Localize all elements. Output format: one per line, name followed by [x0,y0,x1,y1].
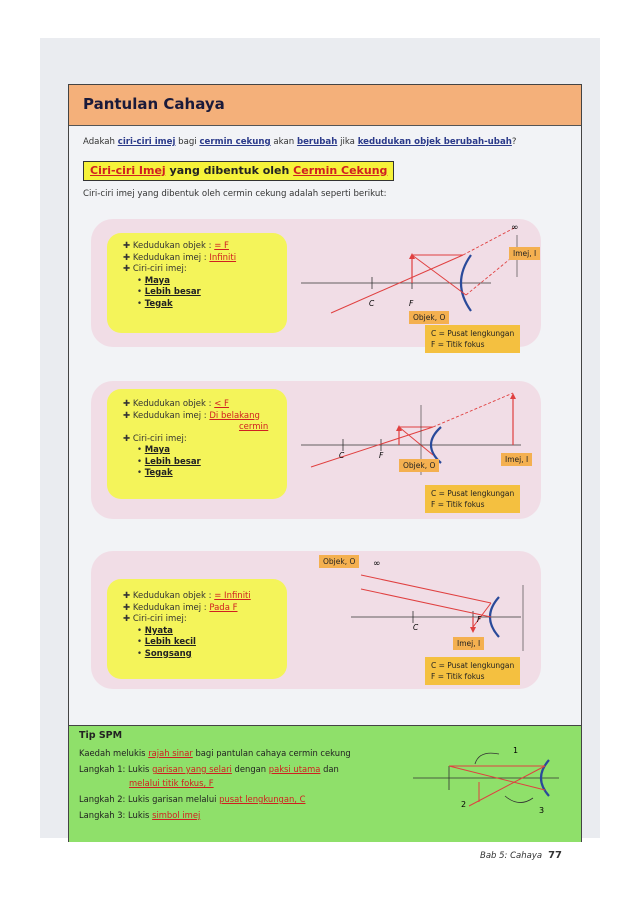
tip-line-2b: melalui titik fokus, F [129,778,214,788]
term-kedudukan: kedudukan objek berubah-ubah [357,137,512,147]
case-card-1: ✚ Kedudukan objek : = F ✚ Kedudukan imej… [91,219,541,353]
tip-diagram [413,752,559,807]
case2-object-position: < F [214,399,229,409]
page-title: Pantulan Cahaya [83,95,225,113]
header-bar: Pantulan Cahaya [69,85,581,126]
case-info-box-1 [107,233,287,333]
image-label-2: Imej, I [501,453,533,466]
case-info-1: ✚ Kedudukan objek : = F ✚ Kedudukan imej… [123,241,237,309]
case1-image-position: Infiniti [209,252,237,263]
case-card-2: ✚ Kedudukan objek : < F ✚ Kedudukan imej… [91,381,541,519]
image-label-1: Imej, I [509,247,541,260]
case-info-box-2 [107,389,287,499]
chapter-label: Bab 5: Cahaya [480,851,543,861]
case-info-2: ✚ Kedudukan objek : < F ✚ Kedudukan imej… [123,399,269,478]
object-label-3: Objek, O [319,555,360,568]
case-info-3: ✚ Kedudukan objek : = Infiniti ✚ Keduduk… [123,591,251,659]
case3-object-position: = Infiniti [214,591,251,601]
term-ciri-imej: ciri-ciri imej [117,137,176,147]
case1-object-position: = F [214,241,229,251]
image-label-3: Imej, I [453,637,485,650]
case3-image-position: Pada F [209,602,238,613]
tip-line-1: Kaedah melukis rajah sinar bagi pantulan… [79,748,351,758]
tip-box: Tip SPM Kaedah melukis rajah sinar bagi … [69,725,581,842]
tip-line-2: Langkah 1: Lukis garisan yang selari den… [79,764,339,774]
page: Pantulan Cahaya Adakah ciri-ciri imej ba… [40,38,600,861]
case-info-box-3 [107,579,287,679]
section-heading: Ciri-ciri Imej yang dibentuk oleh Cermin… [83,161,395,181]
legend-1: C = Pusat lengkungan F = Titik fokus [425,325,521,353]
ray-diagram-3 [351,574,524,651]
object-label-1: Objek, O [409,311,450,324]
term-cermin-cekung: cermin cekung [199,137,271,147]
page-number: 77 [548,850,563,861]
content-frame: Pantulan Cahaya Adakah ciri-ciri imej ba… [68,84,582,842]
case2-image-position: Di belakang [209,410,260,421]
legend-2: C = Pusat lengkungan F = Titik fokus [425,485,521,513]
object-label-2: Objek, O [399,459,440,472]
case-card-3: ✚ Kedudukan objek : = Infiniti ✚ Keduduk… [91,551,541,689]
intro-text: Ciri-ciri imej yang dibentuk oleh cermin… [83,189,387,199]
term-berubah: berubah [296,137,338,147]
legend-3: C = Pusat lengkungan F = Titik fokus [425,657,521,685]
tip-line-3: Langkah 2: Lukis garisan melalui pusat l… [79,794,306,804]
question-text: Adakah ciri-ciri imej bagi cermin cekung… [83,137,517,147]
page-footer: Bab 5: Cahaya 77 [480,850,562,861]
tip-line-4: Langkah 3: Lukis simbol imej [79,810,201,820]
ray-diagram-1 [301,226,522,314]
tip-title: Tip SPM [79,730,123,741]
